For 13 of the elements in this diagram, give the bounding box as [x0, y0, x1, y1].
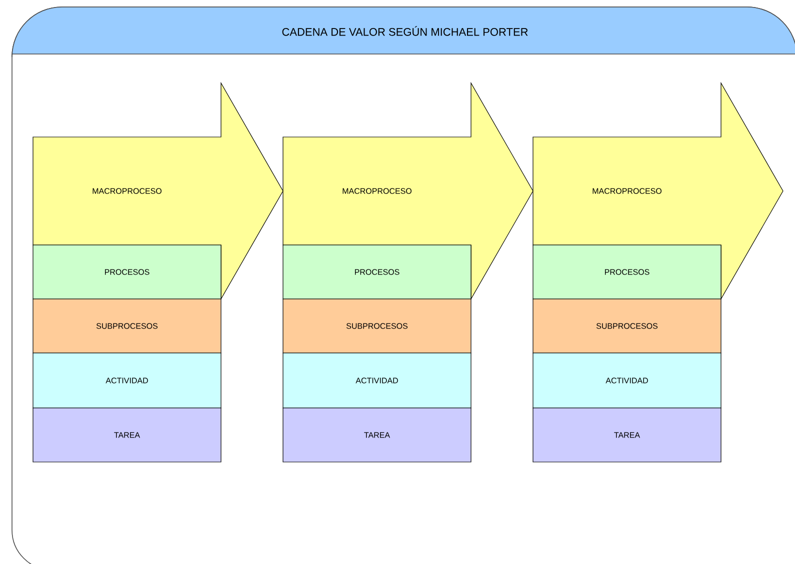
- process-box: TAREA: [282, 408, 472, 462]
- title-band: CADENA DE VALOR SEGÚN MICHAEL PORTER: [12, 6, 795, 58]
- process-box: TAREA: [532, 408, 722, 462]
- process-box: PROCESOS: [282, 244, 472, 300]
- process-box: SUBPROCESOS: [282, 298, 472, 354]
- process-box: TAREA: [32, 408, 222, 462]
- process-box: PROCESOS: [532, 244, 722, 300]
- process-box: SUBPROCESOS: [532, 298, 722, 354]
- process-box: ACTIVIDAD: [282, 352, 472, 408]
- process-box: ACTIVIDAD: [532, 352, 722, 408]
- process-box: ACTIVIDAD: [32, 352, 222, 408]
- process-box: SUBPROCESOS: [32, 298, 222, 354]
- process-box: PROCESOS: [32, 244, 222, 300]
